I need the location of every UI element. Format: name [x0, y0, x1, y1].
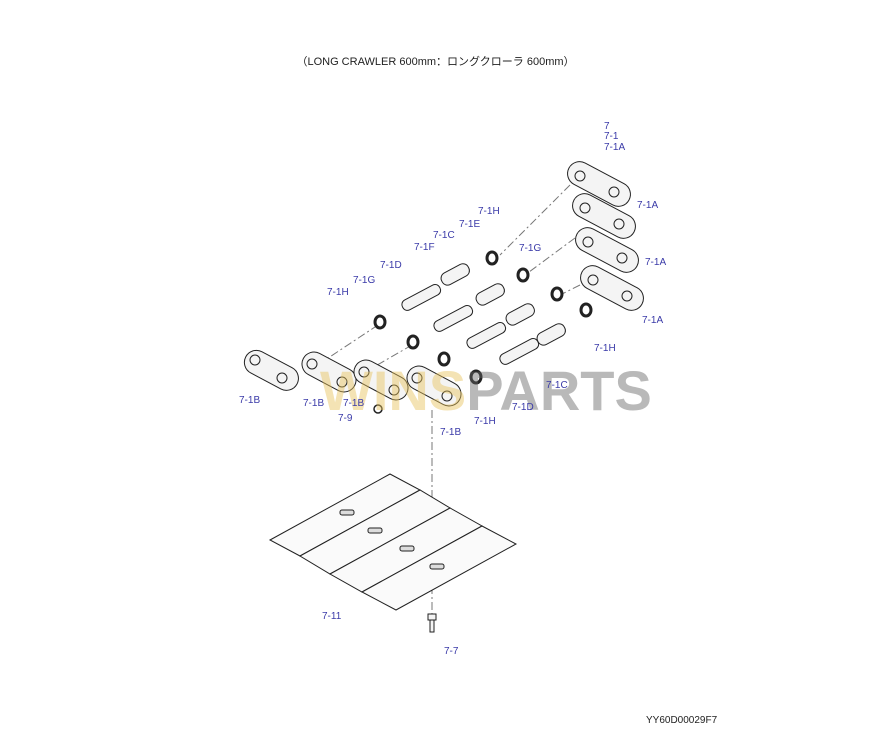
- callout: 7-1H: [474, 416, 496, 427]
- link-7-1B: [406, 365, 462, 407]
- callout: 7-1A: [637, 200, 659, 211]
- link-7-1A: [572, 193, 636, 239]
- callout: 7-1B: [343, 398, 365, 409]
- callout: 7-1B: [303, 398, 325, 409]
- link-7-1B: [243, 349, 299, 391]
- callout: 7-1B: [239, 395, 261, 406]
- track-shoes-7-11: [268, 473, 518, 611]
- callout: 7: [604, 121, 610, 132]
- callout: 7-1C: [433, 230, 455, 241]
- callout: 7-1A: [642, 315, 664, 326]
- callout: 7-1H: [327, 287, 349, 298]
- callout: 7-1A: [645, 257, 667, 268]
- link-7-1A: [580, 265, 644, 311]
- link-7-1A: [575, 227, 639, 273]
- seal-rings: [373, 250, 593, 414]
- diagram-title: （LONG CRAWLER 600mm：ロングクローラ 600mm）: [296, 56, 575, 68]
- callout: 7-1A: [604, 142, 626, 153]
- link-7-1B: [301, 351, 357, 393]
- callout: 7-1D: [380, 260, 402, 271]
- callout: 7-1H: [594, 343, 616, 354]
- watermark-logo: WINSPARTS: [320, 359, 652, 422]
- callout: 7-1D: [512, 402, 534, 413]
- link-7-1B: [353, 359, 409, 401]
- callout: 7-11: [322, 611, 342, 622]
- callout: 7-1G: [519, 243, 542, 254]
- callout: 7-1E: [459, 219, 481, 230]
- callout: 7-1C: [546, 380, 568, 391]
- callout: 7-9: [338, 413, 353, 424]
- link-7-1A: [567, 161, 631, 207]
- bolt-7-7: [427, 613, 437, 633]
- callout: 7-1: [604, 131, 619, 142]
- callout: 7-7: [444, 646, 459, 657]
- callout: 7-1F: [414, 242, 435, 253]
- callout: 7-1B: [440, 427, 462, 438]
- callout: 7-1G: [353, 275, 376, 286]
- callout: 7-1H: [478, 206, 500, 217]
- pins-bushings: [401, 263, 566, 365]
- drawing-code: YY60D00029F7: [646, 715, 718, 726]
